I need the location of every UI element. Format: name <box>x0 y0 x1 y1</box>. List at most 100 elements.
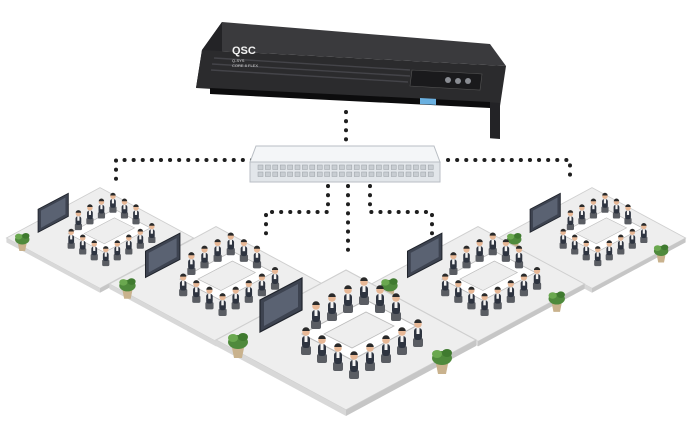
display-screen-icon <box>37 192 69 233</box>
seated-person-icon <box>327 293 337 321</box>
switch-port <box>309 164 316 170</box>
display-screen-icon <box>144 232 181 279</box>
seated-person-icon <box>506 280 515 303</box>
display-screen-icon <box>529 192 561 233</box>
switch-port <box>316 171 323 177</box>
seated-person-icon <box>559 228 567 249</box>
connector-lines <box>114 110 572 258</box>
seated-person-icon <box>74 210 82 231</box>
switch-port <box>257 164 264 170</box>
switch-port <box>324 171 330 177</box>
seated-person-icon <box>571 234 579 255</box>
switch-port <box>376 171 382 177</box>
network-switch-icon <box>249 145 441 183</box>
potted-plant-icon <box>432 349 452 374</box>
seated-person-icon <box>449 252 458 275</box>
seated-person-icon <box>594 246 602 267</box>
seated-person-icon <box>454 280 463 303</box>
switch-port <box>361 164 367 170</box>
seated-person-icon <box>391 293 401 321</box>
seated-person-icon <box>501 239 510 262</box>
switch-port <box>361 171 367 177</box>
switch-port <box>339 171 345 177</box>
potted-plant-icon <box>548 291 565 312</box>
switch-port <box>427 164 434 170</box>
seated-person-icon <box>475 239 484 262</box>
seated-person-icon <box>125 234 133 255</box>
switch-port <box>302 171 308 177</box>
display-screen-icon <box>406 232 443 279</box>
seated-person-icon <box>519 273 529 297</box>
device-model-line2: CORE 8 FLEX <box>232 63 258 68</box>
switch-port <box>368 171 375 177</box>
dsp-core-icon: QSC Q-SYS CORE 8 FLEX <box>196 22 506 139</box>
device-model-line1: Q-SYS <box>232 58 245 63</box>
device-brand-label: QSC <box>232 45 256 57</box>
seated-person-icon <box>113 240 121 261</box>
seated-person-icon <box>462 245 471 269</box>
seated-person-icon <box>601 192 609 213</box>
switch-port <box>294 164 301 170</box>
conference-room-center <box>214 269 478 416</box>
seated-person-icon <box>480 293 489 316</box>
potted-plant-icon <box>228 333 248 358</box>
display-screen-icon <box>259 277 303 333</box>
seated-person-icon <box>582 240 590 261</box>
switch-port <box>413 171 419 177</box>
switch-port <box>265 171 271 177</box>
seated-person-icon <box>365 343 375 371</box>
seated-person-icon <box>413 319 423 347</box>
seated-person-icon <box>359 277 369 305</box>
seated-person-icon <box>381 335 391 363</box>
switch-port <box>309 171 316 177</box>
seated-person-icon <box>136 228 144 249</box>
switch-port <box>353 171 360 177</box>
switch-port <box>294 171 301 177</box>
switch-port <box>331 171 338 177</box>
seated-person-icon <box>441 273 450 297</box>
seated-person-icon <box>200 245 209 269</box>
switch-port <box>324 164 330 170</box>
seated-person-icon <box>148 223 156 244</box>
seated-person-icon <box>90 240 98 261</box>
seated-person-icon <box>566 210 574 231</box>
seated-person-icon <box>532 266 542 290</box>
seated-person-icon <box>333 343 343 371</box>
seated-person-icon <box>205 286 214 310</box>
seated-person-icon <box>79 234 87 255</box>
seated-person-icon <box>311 301 321 329</box>
switch-port <box>339 164 345 170</box>
seated-person-icon <box>589 198 598 219</box>
seated-person-icon <box>226 232 235 256</box>
connector-switch-to-room-right <box>368 184 434 238</box>
seated-person-icon <box>514 245 524 269</box>
seated-person-icon <box>179 273 188 297</box>
seated-person-icon <box>244 280 253 303</box>
switch-port <box>383 164 390 170</box>
switch-ports <box>257 164 434 177</box>
seated-person-icon <box>317 335 327 363</box>
switch-port <box>287 171 293 177</box>
switch-port <box>346 171 353 177</box>
switch-port <box>413 164 419 170</box>
seated-person-icon <box>239 239 248 262</box>
seated-person-icon <box>97 198 106 219</box>
switch-port <box>316 164 323 170</box>
conference-rooms <box>5 187 687 416</box>
seated-person-icon <box>213 239 222 262</box>
switch-port <box>287 164 293 170</box>
seated-person-icon <box>640 223 648 244</box>
switch-port <box>302 164 308 170</box>
seated-person-icon <box>488 232 497 256</box>
seated-person-icon <box>605 240 613 261</box>
switch-port <box>376 164 382 170</box>
seated-person-icon <box>86 204 94 225</box>
potted-plant-icon <box>119 278 136 299</box>
switch-port <box>420 171 427 177</box>
switch-port <box>405 171 412 177</box>
seated-person-icon <box>270 266 280 290</box>
conference-room-far-left <box>5 187 195 293</box>
switch-port <box>368 164 375 170</box>
